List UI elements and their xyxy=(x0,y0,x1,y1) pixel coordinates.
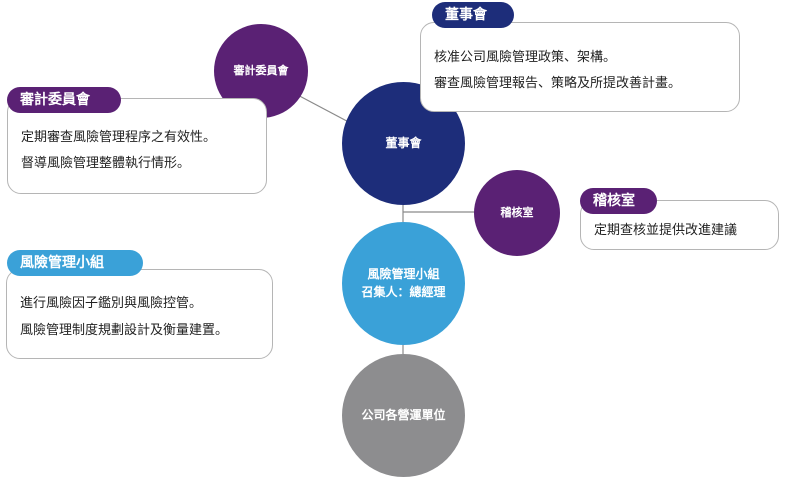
internal-audit-panel-title: 稽核室 xyxy=(580,188,657,214)
board-panel: 核准公司風險管理政策、架構。 審查風險管理報告、策略及所提改善計畫。 xyxy=(420,22,740,112)
internal-audit-duty-1: 定期查核並提供改進建議 xyxy=(594,223,738,238)
risk-team-node-label: 風險管理小組 xyxy=(367,267,440,282)
risk-team-panel-title: 風險管理小組 xyxy=(7,250,143,276)
risk-team-convener-label: 召集人：總經理 xyxy=(361,284,446,299)
business-units-node: 公司各營運單位 xyxy=(342,354,465,477)
business-units-node-label: 公司各營運單位 xyxy=(361,407,446,422)
audit-committee-panel: 定期審查風險管理程序之有效性。 督導風險管理整體執行情形。 xyxy=(7,98,267,194)
board-duty-2: 審查風險管理報告、策略及所提改善計畫。 xyxy=(434,76,682,91)
board-panel-title: 董事會 xyxy=(432,2,514,28)
audit-committee-panel-title: 審計委員會 xyxy=(7,87,121,113)
risk-team-panel: 進行風險因子鑑別與風險控管。 風險管理制度規劃設計及衡量建置。 xyxy=(6,269,273,359)
audit-committee-node-label: 審計委員會 xyxy=(233,64,289,78)
risk-team-duty-1: 進行風險因子鑑別與風險控管。 xyxy=(20,296,203,311)
board-duty-1: 核准公司風險管理政策、架構。 xyxy=(434,50,617,65)
risk-team-duty-2: 風險管理制度規劃設計及衡量建置。 xyxy=(20,323,229,338)
internal-audit-node: 稽核室 xyxy=(474,170,560,256)
internal-audit-node-label: 稽核室 xyxy=(500,206,534,220)
board-node-label: 董事會 xyxy=(385,135,422,150)
risk-team-node: 風險管理小組 召集人：總經理 xyxy=(342,222,465,345)
audit-committee-duty-2: 督導風險管理整體執行情形。 xyxy=(21,156,191,171)
audit-committee-duty-1: 定期審查風險管理程序之有效性。 xyxy=(21,130,217,145)
